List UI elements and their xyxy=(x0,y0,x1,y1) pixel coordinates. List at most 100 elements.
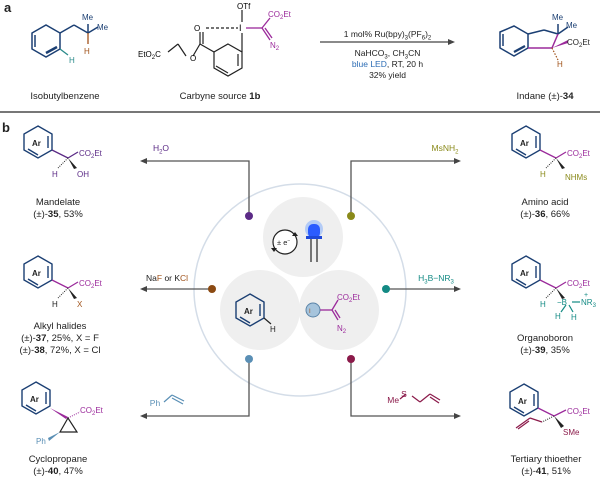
compound-number: 35 xyxy=(47,209,59,220)
reactant-isobutylbenzene-label: Isobutylbenzene xyxy=(30,91,100,102)
alkyl-halide-structure: Ar xyxy=(23,255,79,299)
svg-text:N2: N2 xyxy=(270,41,280,52)
node-dot-halide xyxy=(208,285,216,293)
svg-text:H: H xyxy=(52,170,58,179)
product-name: Alkyl halides xyxy=(33,321,87,332)
svg-text:CO2Et: CO2Et xyxy=(567,279,591,290)
amino-acid-structure: Ar xyxy=(511,125,567,169)
reagent-naf-kcl: NaF or KCl xyxy=(146,273,206,284)
svg-text:CO2Et: CO2Et xyxy=(567,407,591,418)
compound-prefix: (±)- xyxy=(521,466,536,477)
svg-text:O: O xyxy=(190,54,196,63)
panel-a-label: a xyxy=(4,0,12,15)
node-dot-msnh2 xyxy=(347,212,355,220)
compound-number: 38 xyxy=(34,345,45,356)
compound-prefix: (±)- xyxy=(520,209,535,220)
carbyne-circle xyxy=(299,270,379,350)
svg-text:± e−: ± e− xyxy=(277,238,290,247)
electron-transfer-icon xyxy=(272,229,298,255)
reagent-amine-borane: H3B−NR3 xyxy=(418,273,454,286)
svg-text:H: H xyxy=(557,60,563,69)
photocatalysis-circle xyxy=(263,197,343,277)
yield-value: , 51% xyxy=(546,466,571,477)
reagent-or-k: or K xyxy=(162,273,181,283)
organoboron-structure: Ar xyxy=(511,255,580,313)
compound-number: 36 xyxy=(534,209,546,220)
product-compound-yield: (±)-35, 53% xyxy=(18,209,98,221)
reagent-f: F xyxy=(156,273,163,283)
svg-text:H: H xyxy=(84,47,90,56)
svg-text:N2: N2 xyxy=(337,324,347,335)
svg-text:NR3: NR3 xyxy=(581,298,597,309)
conditions-catalyst: 1 mol% Ru(bpy)3(PF6)2 xyxy=(343,29,432,42)
product-compound-yield: (±)-37, 25%, X = F xyxy=(12,333,108,345)
product-organoboron-label: Organoboron (±)-39, 35% xyxy=(505,333,585,357)
compound-prefix: (±)- xyxy=(33,209,48,220)
product-name: Tertiary thioether xyxy=(510,454,582,465)
connector-arrows xyxy=(143,160,458,417)
thioether-structure: Ar xyxy=(509,383,567,430)
svg-text:Ar: Ar xyxy=(30,395,39,404)
reagent-styrene: Ph xyxy=(149,398,161,408)
svg-text:OTf: OTf xyxy=(237,2,251,11)
cyclopropane-structure: Ar xyxy=(21,381,81,441)
node-dot-boron xyxy=(382,285,390,293)
product-compound-yield: (±)-36, 66% xyxy=(505,209,585,221)
node-dot-h2o xyxy=(245,212,253,220)
arene-circle xyxy=(220,270,300,350)
product-compound-yield: (±)-38, 72%, X = Cl xyxy=(12,345,108,357)
svg-text:Me: Me xyxy=(552,13,564,22)
yield-value: , 72%, X = Cl xyxy=(44,345,101,356)
product-indane-label: Indane (±)-34 xyxy=(505,91,585,103)
reagent-allyl-sulfide: MeS xyxy=(387,389,407,405)
indane-compound-number: 34 xyxy=(562,91,574,102)
product-compound-yield: (±)-41, 51% xyxy=(496,466,596,478)
yield-value: , 53% xyxy=(58,209,83,220)
yield-value: , 47% xyxy=(58,466,83,477)
mandelate-structure: Ar xyxy=(23,125,79,169)
product-name: Amino acid xyxy=(521,197,569,208)
svg-text:H: H xyxy=(69,56,75,65)
carbyne-source-structure xyxy=(167,10,243,77)
blue-led-icon xyxy=(305,220,323,262)
svg-text:Me: Me xyxy=(566,21,578,30)
reagent-cl: Cl xyxy=(180,273,189,283)
svg-text:NHMs: NHMs xyxy=(565,173,587,182)
svg-text:CO2Et: CO2Et xyxy=(79,279,103,290)
arene-c-h-structure xyxy=(235,293,265,327)
svg-text:CO2Et: CO2Et xyxy=(268,10,292,21)
svg-text:OH: OH xyxy=(77,170,89,179)
compound-prefix: (±)- xyxy=(19,345,35,356)
reagent-msnh2: MsNH2 xyxy=(431,143,459,156)
methyl-label: Me xyxy=(82,13,94,22)
product-compound-yield: (±)-40, 47% xyxy=(18,466,98,478)
svg-text:H: H xyxy=(540,170,546,179)
svg-text:CO2Et: CO2Et xyxy=(567,149,591,160)
svg-text:−B: −B xyxy=(557,298,567,307)
svg-text:Ph: Ph xyxy=(36,437,46,446)
product-amino-acid-label: Amino acid (±)-36, 66% xyxy=(505,197,585,221)
svg-text:Ar: Ar xyxy=(32,269,41,278)
product-alkyl-halides-label: Alkyl halides (±)-37, 25%, X = F (±)-38,… xyxy=(12,321,108,357)
conditions-yield: 32% yield xyxy=(369,70,406,80)
panel-a-scheme: Me Me H H OTf I O O EtO2C CO2Et N2 xyxy=(31,2,591,77)
product-compound-yield: (±)-39, 35% xyxy=(505,345,585,357)
product-name: Cyclopropane xyxy=(28,454,88,465)
compound-number: 41 xyxy=(535,466,547,477)
svg-text:H: H xyxy=(555,312,561,321)
compound-number: 39 xyxy=(534,345,546,356)
svg-text:CO2Et: CO2Et xyxy=(80,406,104,417)
svg-text:H: H xyxy=(270,325,276,334)
svg-text:H: H xyxy=(540,300,546,309)
reactant-carbyne-label: Carbyne source 1b xyxy=(160,91,280,103)
compound-prefix: (±)- xyxy=(33,466,48,477)
product-thioether-label: Tertiary thioether (±)-41, 51% xyxy=(496,454,596,478)
yield-value: , 35% xyxy=(545,345,570,356)
svg-text:Ar: Ar xyxy=(520,139,529,148)
compound-number: 37 xyxy=(35,333,47,344)
node-dot-thioether xyxy=(347,355,355,363)
yield-value: , 66% xyxy=(545,209,570,220)
conditions-base-solvent: NaHCO3, CH3CN xyxy=(354,48,421,61)
product-mandelate-label: Mandelate (±)-35, 53% xyxy=(18,197,98,221)
indane-structure xyxy=(499,24,569,57)
